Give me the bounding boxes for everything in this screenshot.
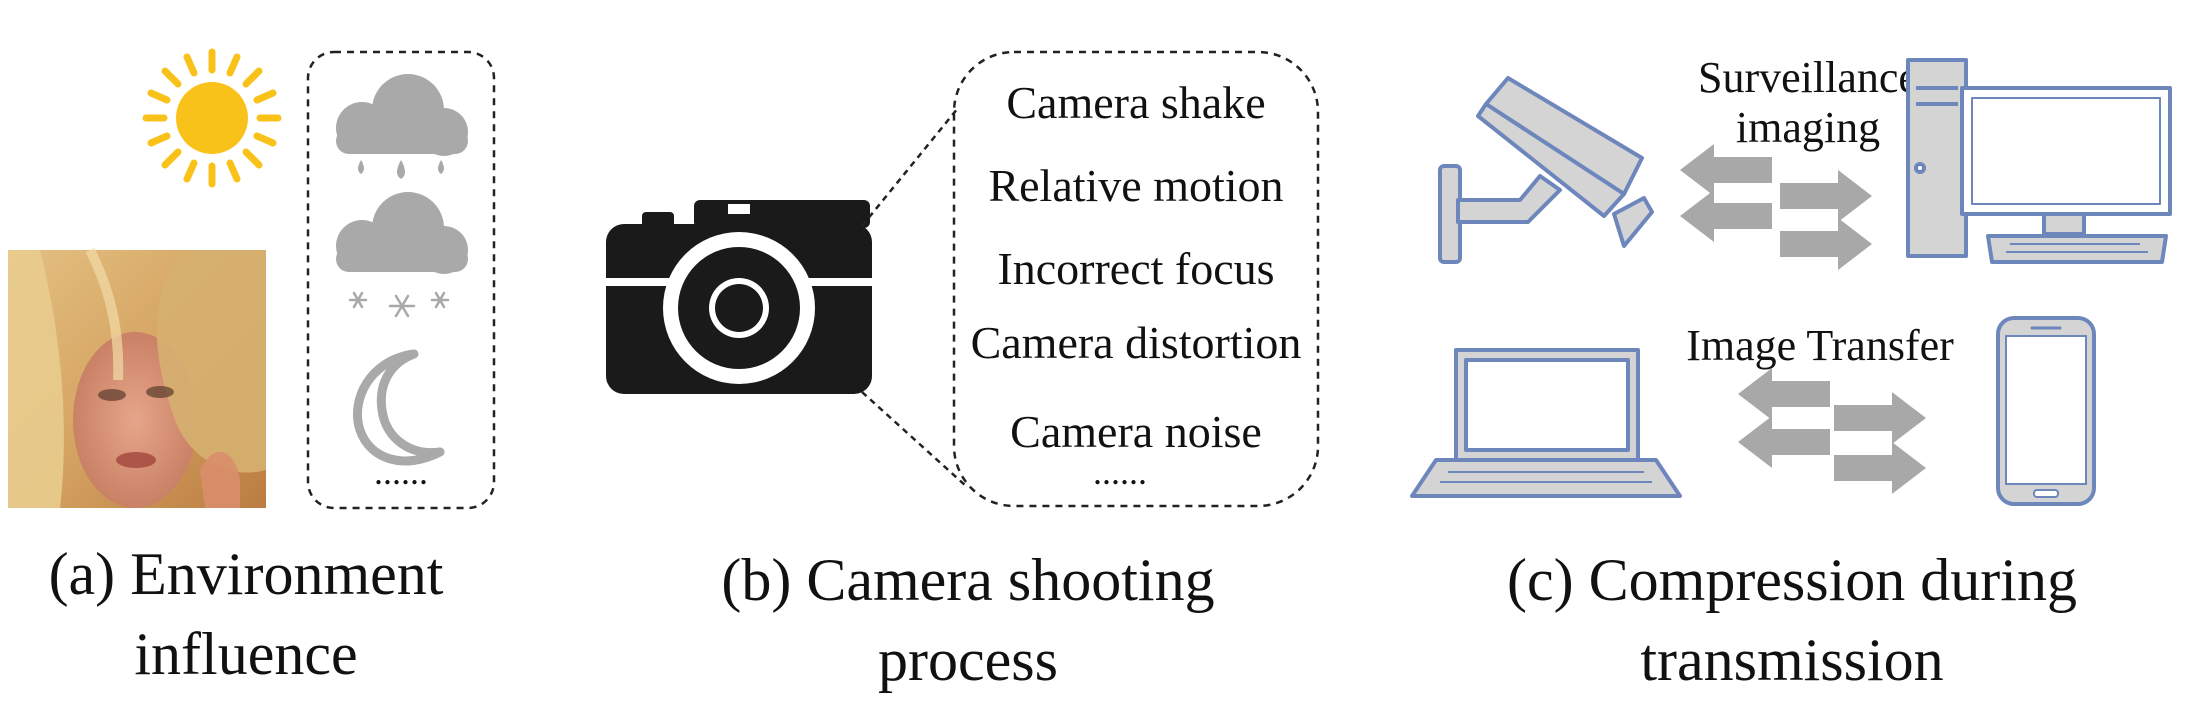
caption-a-line2: influence xyxy=(134,621,357,687)
arrow-right-icon xyxy=(1780,170,1872,222)
caption-b-line1: (b) Camera shooting xyxy=(721,547,1214,613)
camera-ellipsis: ...... xyxy=(1093,452,1147,492)
smartphone-icon xyxy=(1996,316,2096,506)
weather-ellipsis: ...... xyxy=(374,452,428,492)
arrow-right-icon xyxy=(1780,218,1872,270)
desktop-computer-icon xyxy=(1906,58,2172,264)
sun-icon xyxy=(142,48,282,188)
panel-compression: Surveillance imaging xyxy=(1410,53,2172,693)
snow-cloud-icon xyxy=(336,192,468,318)
caption-c-line2: transmission xyxy=(1640,627,1943,693)
arrow-left-icon xyxy=(1738,416,1830,468)
moon-icon xyxy=(352,349,445,466)
caption-a-line1: (a) Environment xyxy=(49,541,444,607)
weather-dashed-box xyxy=(306,50,496,510)
arrow-left-icon xyxy=(1738,368,1830,420)
caption-c-line1: (c) Compression during xyxy=(1507,547,2077,613)
camera-factor-0: Camera shake xyxy=(1006,77,1265,128)
image-transfer-label: Image Transfer xyxy=(1686,321,1954,370)
rain-cloud-icon xyxy=(336,74,468,179)
surveillance-label-line2: imaging xyxy=(1736,103,1880,152)
camera-factor-1: Relative motion xyxy=(988,160,1283,211)
laptop-icon xyxy=(1410,348,1682,498)
zoom-line-bottom xyxy=(861,391,967,487)
caption-b-line2: process xyxy=(878,627,1058,693)
lower-transfer-arrows xyxy=(1738,368,1926,494)
panel-camera: Camera shake Relative motion Incorrect f… xyxy=(606,50,1320,693)
surveillance-label-line1: Surveillance xyxy=(1698,53,1918,102)
panel-environment: ...... (a) Environment influence xyxy=(8,48,496,687)
camera-factor-3: Camera distortion xyxy=(971,317,1302,368)
surveillance-camera-icon xyxy=(1438,76,1654,264)
arrow-right-icon xyxy=(1834,392,1926,444)
camera-factor-4: Camera noise xyxy=(1010,406,1262,457)
arrow-right-icon xyxy=(1834,442,1926,494)
zoom-line-top xyxy=(861,107,959,227)
camera-factors-box xyxy=(952,50,1320,508)
face-photo xyxy=(8,247,266,508)
arrow-left-icon xyxy=(1680,190,1772,242)
camera-icon xyxy=(606,200,872,394)
camera-factor-2: Incorrect focus xyxy=(997,243,1274,294)
upper-transfer-arrows xyxy=(1680,144,1872,270)
